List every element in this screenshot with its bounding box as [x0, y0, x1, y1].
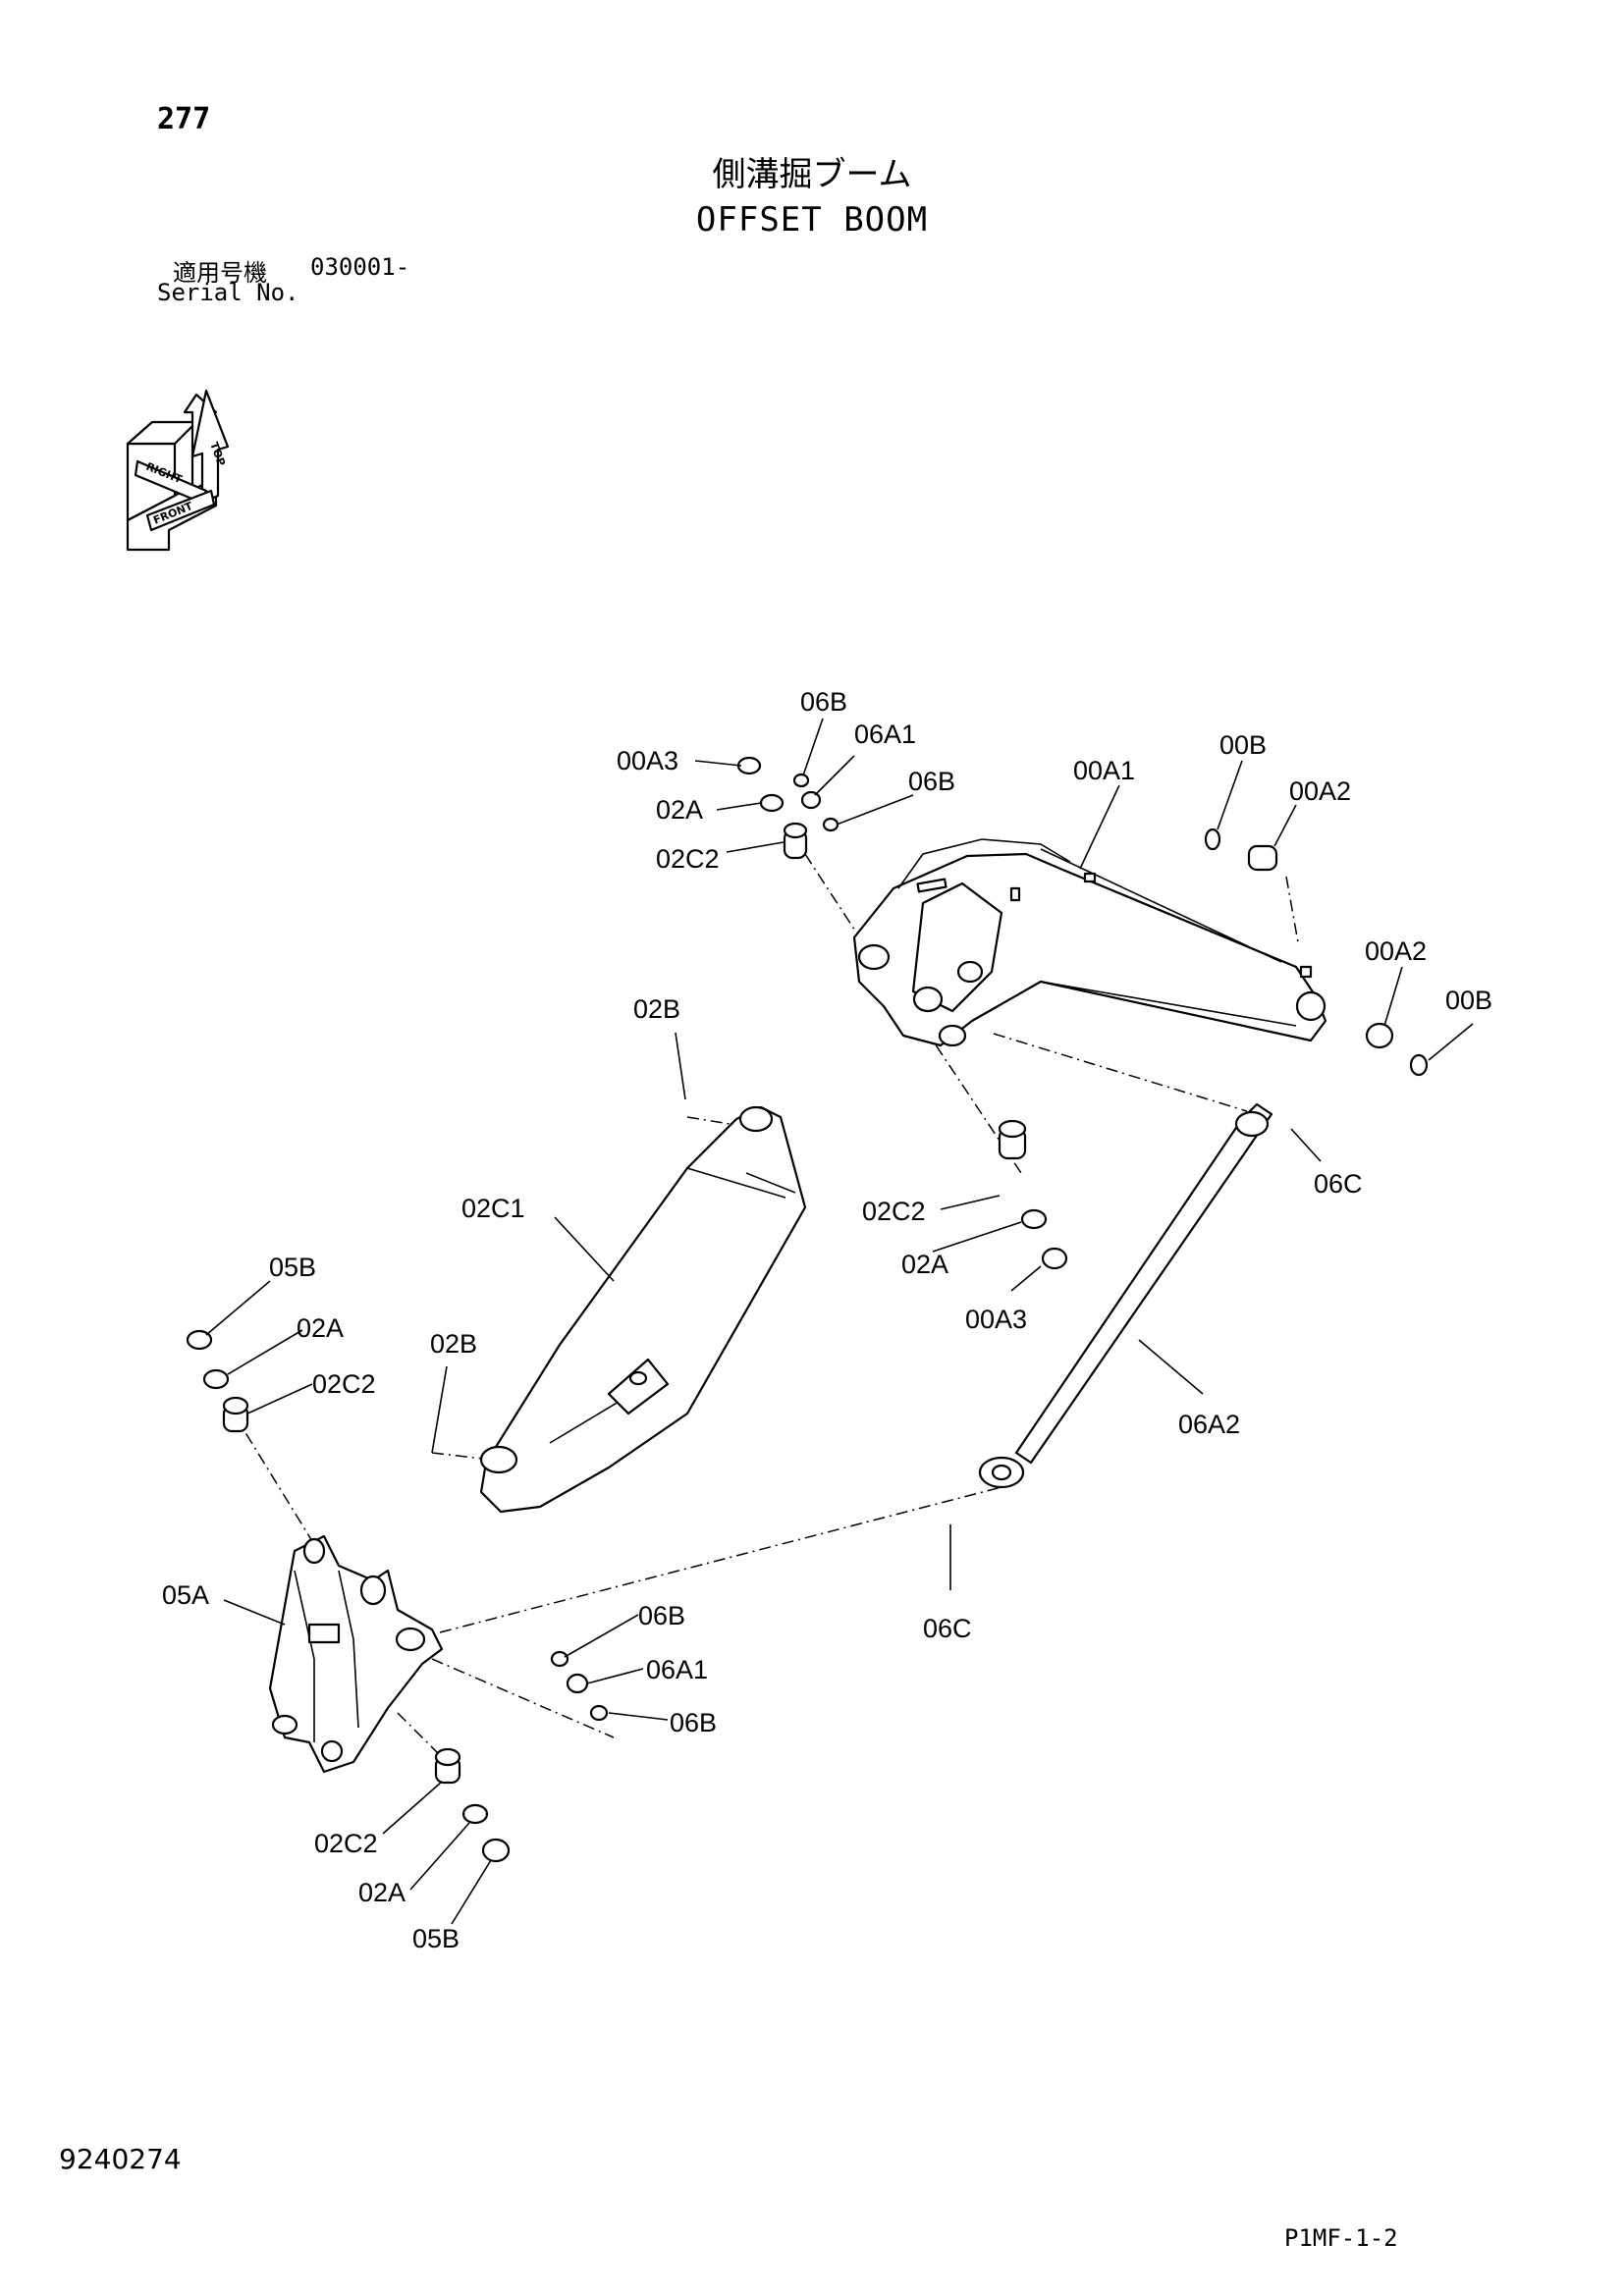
- callout-top-02a: 02A: [656, 795, 703, 825]
- callout-top-00a3: 00A3: [617, 746, 678, 775]
- page-number: 277: [157, 102, 211, 136]
- serial-label-japanese: 適用号機: [173, 259, 267, 287]
- callout-left-05b: 05B: [269, 1253, 316, 1282]
- callout-mid-06a2: 06A2: [1178, 1410, 1240, 1439]
- serial-number-value: 030001-: [310, 253, 410, 281]
- boom-arm-02c1: [479, 1105, 807, 1514]
- boom-upper-assembly: [852, 838, 1327, 1047]
- callout-bot-02c2: 02C2: [314, 1829, 378, 1858]
- callout-bot-06a1: 06A1: [646, 1655, 708, 1684]
- callout-top-00b-upper: 00B: [1219, 730, 1267, 760]
- callout-top-00a2-upper: 00A2: [1289, 776, 1351, 806]
- title-english: OFFSET BOOM: [695, 200, 929, 240]
- callout-left-02c2: 02C2: [312, 1369, 376, 1399]
- link-rod-06a2: [978, 1102, 1273, 1489]
- pins-and-rings: [186, 756, 1429, 1863]
- serial-label-english: Serial No.: [157, 279, 299, 306]
- document-id: 9240274: [59, 2143, 182, 2175]
- title-japanese: 側溝掘ブーム: [712, 155, 912, 194]
- callout-mid-06c-right: 06C: [1314, 1169, 1363, 1199]
- callout-top-06b-upper: 06B: [800, 687, 847, 717]
- callout-bot-06b-lower: 06B: [670, 1708, 717, 1737]
- orientation-axes-icon: TOP RIGHT FRONT: [126, 389, 230, 552]
- callout-top-06b-lower: 06B: [908, 767, 955, 796]
- callout-bot-06c: 06C: [923, 1614, 972, 1643]
- callout-mid-02a: 02A: [901, 1250, 948, 1279]
- callout-mid-02b-lower: 02B: [430, 1329, 477, 1359]
- callout-top-00a1: 00A1: [1073, 756, 1135, 785]
- callout-labels: 06B 06A1 00A3 06B 02A 02C2 00A1 00B 00A2…: [162, 687, 1492, 1953]
- callout-mid-02c2: 02C2: [862, 1197, 926, 1226]
- callout-bot-06b-upper: 06B: [638, 1601, 685, 1630]
- callout-mid-02c1: 02C1: [461, 1194, 525, 1223]
- callout-top-00b-lower: 00B: [1445, 986, 1492, 1015]
- callout-top-02c2: 02C2: [656, 844, 720, 874]
- callout-mid-02b-upper: 02B: [633, 994, 680, 1024]
- callout-top-00a2-lower: 00A2: [1365, 936, 1427, 966]
- bracket-05a: [268, 1534, 444, 1774]
- callout-top-06a1: 06A1: [854, 720, 916, 749]
- callout-left-02a: 02A: [297, 1313, 344, 1343]
- callout-bot-02a: 02A: [358, 1878, 406, 1907]
- callout-bot-05b: 05B: [412, 1924, 460, 1953]
- callout-mid-00a3: 00A3: [965, 1305, 1027, 1334]
- page-code: P1MF-1-2: [1284, 2224, 1398, 2252]
- leader-lines: [205, 718, 1474, 1925]
- callout-left-05a: 05A: [162, 1580, 209, 1610]
